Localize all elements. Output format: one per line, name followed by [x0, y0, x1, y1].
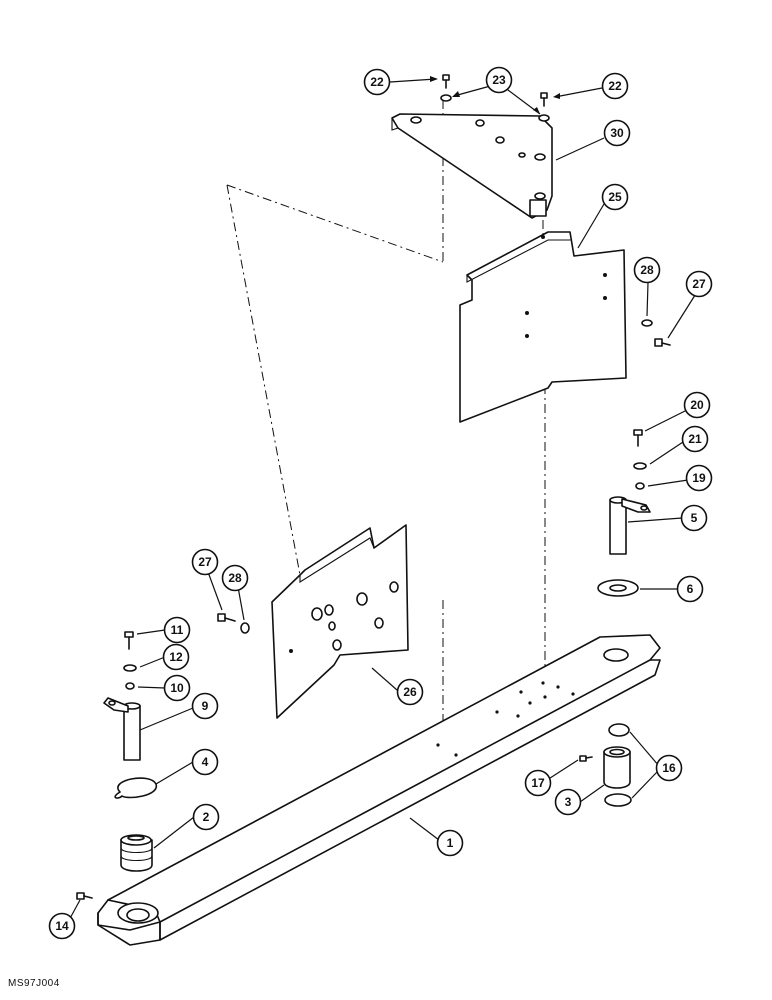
callout-6: 6	[676, 575, 704, 603]
bolt-22-right	[540, 92, 548, 107]
washer-21	[633, 462, 647, 470]
svg-text:26: 26	[403, 685, 417, 699]
shield-plate-part-26	[271, 524, 409, 719]
seal-16-lower	[604, 793, 632, 807]
leader-arrowheads	[430, 76, 560, 114]
leader-lines	[67, 78, 698, 923]
main-bar-part-1	[97, 634, 661, 946]
svg-text:6: 6	[687, 582, 694, 596]
svg-text:22: 22	[370, 75, 384, 89]
svg-text:28: 28	[228, 571, 242, 585]
figure-code: MS97J004	[8, 978, 60, 989]
svg-text:21: 21	[688, 432, 702, 446]
pin-part-5	[609, 496, 651, 555]
washer-part-6	[597, 579, 639, 597]
callout-25: 25	[601, 183, 629, 211]
washer-23-left	[440, 94, 452, 102]
callout-17: 17	[524, 769, 552, 797]
nut-19	[635, 482, 645, 490]
callout-30: 30	[603, 119, 631, 147]
svg-text:20: 20	[690, 398, 704, 412]
bolt-11	[124, 631, 134, 650]
washer-28-upper	[641, 319, 653, 327]
pin-part-9	[103, 697, 141, 761]
callout-3: 3	[554, 788, 582, 816]
nut-10	[125, 682, 135, 690]
svg-text:27: 27	[198, 555, 212, 569]
screw-27-upper	[654, 338, 671, 347]
svg-text:12: 12	[169, 650, 183, 664]
callout-20: 20	[683, 391, 711, 419]
seal-16-upper	[608, 723, 630, 737]
svg-text:17: 17	[531, 776, 545, 790]
svg-text:19: 19	[692, 471, 706, 485]
svg-text:4: 4	[202, 755, 209, 769]
washer-23-right	[538, 114, 550, 122]
svg-text:23: 23	[492, 73, 506, 87]
callout-23: 23	[485, 66, 513, 94]
callout-12: 12	[162, 643, 190, 671]
callout-27-upper: 27	[685, 270, 713, 298]
bushing-part-3	[603, 746, 631, 789]
callout-16: 16	[655, 754, 683, 782]
svg-text:27: 27	[692, 277, 706, 291]
bolt-20	[633, 429, 643, 447]
callout-22-left: 22	[363, 68, 391, 96]
callout-2: 2	[192, 803, 220, 831]
callout-5: 5	[680, 504, 708, 532]
svg-text:30: 30	[610, 126, 624, 140]
callout-21: 21	[681, 425, 709, 453]
callout-14: 14	[48, 912, 76, 940]
callout-28-upper: 28	[633, 256, 661, 284]
svg-text:5: 5	[691, 511, 698, 525]
callout-10: 10	[163, 674, 191, 702]
callout-9: 9	[191, 692, 219, 720]
callout-28-lower: 28	[221, 564, 249, 592]
callout-26: 26	[396, 678, 424, 706]
svg-text:2: 2	[203, 810, 210, 824]
grease-fitting-part-14	[76, 892, 93, 900]
callout-1: 1	[436, 829, 464, 857]
callout-4: 4	[191, 748, 219, 776]
callout-19: 19	[685, 464, 713, 492]
svg-text:22: 22	[608, 79, 622, 93]
svg-text:14: 14	[55, 919, 69, 933]
svg-text:28: 28	[640, 263, 654, 277]
bushing-part-2	[120, 834, 153, 872]
callout-27-lower: 27	[191, 548, 219, 576]
callout-22-right: 22	[601, 72, 629, 100]
svg-text:11: 11	[171, 623, 184, 637]
svg-text:1: 1	[447, 836, 454, 850]
washer-12	[123, 664, 137, 672]
screw-27-lower	[217, 613, 236, 622]
clip-part-4	[114, 777, 157, 799]
shield-plate-part-25	[459, 231, 627, 423]
washer-28-lower	[240, 622, 250, 634]
svg-text:10: 10	[170, 681, 184, 695]
bolt-22-left	[442, 74, 450, 89]
callout-11: 11	[163, 616, 191, 644]
svg-text:16: 16	[662, 761, 676, 775]
bracket-part-30	[391, 113, 553, 219]
svg-text:3: 3	[565, 795, 572, 809]
grease-fitting-part-17	[579, 755, 593, 762]
svg-text:9: 9	[202, 699, 209, 713]
svg-text:25: 25	[608, 190, 622, 204]
